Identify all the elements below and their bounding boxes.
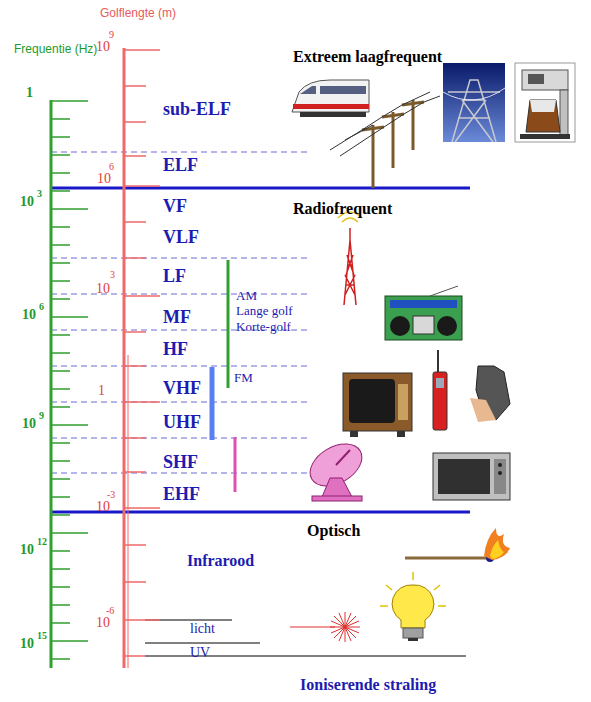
band-name: UV <box>190 646 210 660</box>
microwave-icon <box>433 453 510 500</box>
band-name: HF <box>163 340 188 358</box>
exponent: 12 <box>37 537 47 547</box>
exponent: 6 <box>39 302 44 312</box>
exponent: 9 <box>109 30 114 40</box>
broadcast-label: AM <box>236 289 257 302</box>
axis-title: Golflengte (m) <box>100 7 176 19</box>
band-name: MF <box>163 308 191 326</box>
exponent: 6 <box>109 162 114 172</box>
frequency-value: 10 <box>20 543 34 557</box>
section-heading: Extreem laagfrequent <box>293 49 442 65</box>
laser-beam <box>290 612 360 642</box>
exponent: -3 <box>107 490 115 500</box>
satellite-dish <box>303 435 369 501</box>
broadcast-label: Lange golf <box>236 304 293 317</box>
section-heading: Radiofrequent <box>293 201 392 217</box>
band-name: Infrarood <box>187 553 254 569</box>
band-name: sub-ELF <box>163 100 231 118</box>
frequency-axis <box>51 100 88 668</box>
exponent: -6 <box>106 606 114 616</box>
broadcast-label: FM <box>234 371 253 384</box>
exponent: 3 <box>37 189 42 199</box>
power-poles <box>330 92 440 188</box>
section-heading: Ioniserende straling <box>300 677 436 693</box>
am-bracket <box>227 260 230 388</box>
frequency-value: 1 <box>26 86 33 100</box>
wavelength-value: 10 <box>96 40 110 54</box>
pylon-picture <box>443 63 505 142</box>
exponent: 15 <box>37 631 47 641</box>
wavelength-axis <box>124 48 160 668</box>
coffee-maker <box>515 63 575 142</box>
wavelength-value: 10 <box>97 172 111 186</box>
light-bulb <box>380 572 446 641</box>
microwave-bracket <box>234 437 237 492</box>
axis-title: Frequentie (Hz) <box>14 43 97 55</box>
wavelength-value: 10 <box>96 500 110 514</box>
frequency-value: 10 <box>22 417 36 431</box>
phone-icons <box>433 350 510 430</box>
wavelength-value: 1 <box>98 384 105 398</box>
radio-icon <box>385 286 462 340</box>
wavelength-value: 10 <box>96 282 110 296</box>
radio-tower <box>338 212 362 305</box>
band-name: licht <box>190 622 215 636</box>
train-icon <box>292 80 369 117</box>
band-separators <box>51 152 310 473</box>
frequency-value: 10 <box>20 195 34 209</box>
frequency-value: 10 <box>22 308 36 322</box>
section-lines <box>51 188 470 512</box>
band-name: LF <box>163 267 186 285</box>
band-name: VHF <box>163 379 201 397</box>
section-heading: Optisch <box>307 523 360 539</box>
band-name: VLF <box>163 228 199 246</box>
exponent: 9 <box>39 411 44 421</box>
exponent: 3 <box>110 270 115 280</box>
match-flame <box>405 528 510 562</box>
frequency-value: 10 <box>20 637 34 651</box>
wavelength-value: 10 <box>96 616 110 630</box>
band-name: UHF <box>163 413 201 431</box>
band-name: SHF <box>163 453 198 471</box>
band-name: EHF <box>163 485 200 503</box>
tv-bracket <box>210 367 215 440</box>
band-name: ELF <box>163 156 198 174</box>
band-name: VF <box>163 197 187 215</box>
tv-icon <box>343 373 412 437</box>
broadcast-label: Korte-golf <box>236 320 291 333</box>
